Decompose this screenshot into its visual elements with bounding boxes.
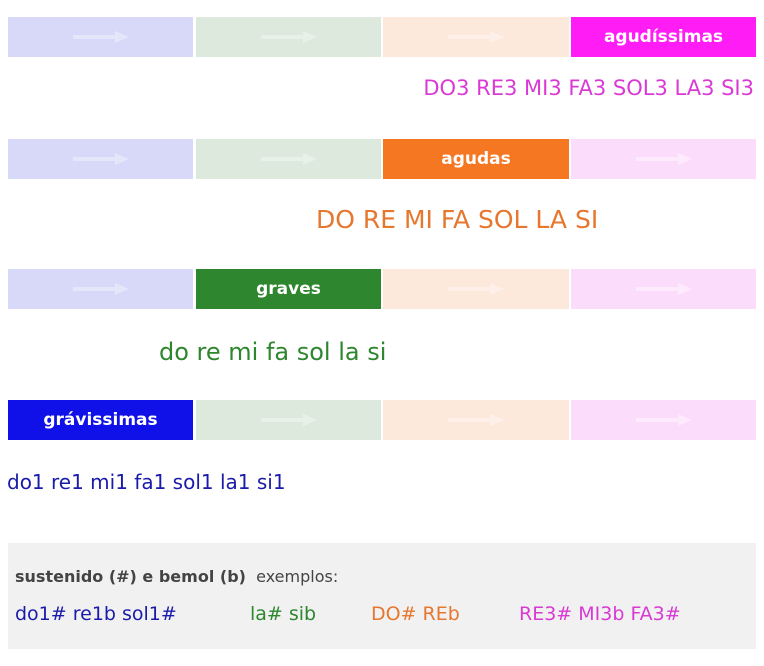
bar-cell-agudas-active: agudas bbox=[383, 139, 569, 179]
right-arrow-icon bbox=[448, 414, 504, 426]
accidentals-examples-box: sustenido (#) e bemol (b) exemplos: do1#… bbox=[8, 543, 756, 649]
register-label: graves bbox=[256, 279, 321, 299]
bar-cell-agudas-faded bbox=[383, 17, 569, 57]
register-bar-gravissimas: grávissimas bbox=[8, 400, 756, 440]
right-arrow-icon bbox=[448, 31, 504, 43]
bar-cell-graves-faded bbox=[196, 17, 381, 57]
right-arrow-icon bbox=[635, 153, 692, 165]
bar-cell-agudas-faded bbox=[383, 269, 569, 309]
examples-title-rest: exemplos: bbox=[256, 567, 339, 586]
bar-cell-gravissimas-active: grávissimas bbox=[8, 400, 193, 440]
bar-cell-agudissimas-faded bbox=[571, 400, 756, 440]
register-label: agudas bbox=[441, 149, 511, 169]
right-arrow-icon bbox=[635, 283, 692, 295]
bar-cell-gravissimas-faded bbox=[8, 139, 193, 179]
example-agudas: DO# REb bbox=[371, 603, 460, 625]
example-agudissimas: RE3# MI3b FA3# bbox=[519, 603, 681, 625]
bar-cell-graves-active: graves bbox=[196, 269, 381, 309]
right-arrow-icon bbox=[448, 283, 504, 295]
notes-agudas: DO RE MI FA SOL LA SI bbox=[316, 205, 599, 234]
bar-cell-gravissimas-faded bbox=[8, 269, 193, 309]
register-bar-agudas: agudas bbox=[8, 139, 756, 179]
bar-cell-agudissimas-faded bbox=[571, 269, 756, 309]
right-arrow-icon bbox=[260, 153, 317, 165]
bar-cell-agudissimas-faded bbox=[571, 139, 756, 179]
register-bar-graves: graves bbox=[8, 269, 756, 309]
bar-cell-agudas-faded bbox=[383, 400, 569, 440]
notes-gravissimas: do1 re1 mi1 fa1 sol1 la1 si1 bbox=[7, 470, 286, 494]
bar-cell-agudissimas-active: agudíssimas bbox=[571, 17, 756, 57]
register-label: agudíssimas bbox=[603, 27, 724, 47]
bar-cell-graves-faded bbox=[196, 400, 381, 440]
right-arrow-icon bbox=[635, 414, 692, 426]
register-bar-agudissimas: agudíssimas bbox=[8, 17, 756, 57]
bar-cell-graves-faded bbox=[196, 139, 381, 179]
examples-title-bold: sustenido (#) e bemol (b) bbox=[15, 567, 246, 586]
examples-title: sustenido (#) e bemol (b) exemplos: bbox=[15, 567, 338, 586]
example-graves: la# sib bbox=[250, 603, 317, 625]
right-arrow-icon bbox=[72, 31, 129, 43]
examples-line: do1# re1b sol1# la# sib DO# REb RE3# MI3b F… bbox=[15, 603, 681, 625]
notes-agudissimas: DO3 RE3 MI3 FA3 SOL3 LA3 SI3 bbox=[423, 76, 754, 100]
notes-graves: do re mi fa sol la si bbox=[159, 338, 387, 366]
example-gravissimas: do1# re1b sol1# bbox=[15, 603, 177, 625]
right-arrow-icon bbox=[72, 283, 129, 295]
right-arrow-icon bbox=[72, 153, 129, 165]
register-label: grávissimas bbox=[43, 410, 158, 430]
bar-cell-gravissimas-faded bbox=[8, 17, 193, 57]
right-arrow-icon bbox=[260, 414, 317, 426]
right-arrow-icon bbox=[260, 31, 317, 43]
